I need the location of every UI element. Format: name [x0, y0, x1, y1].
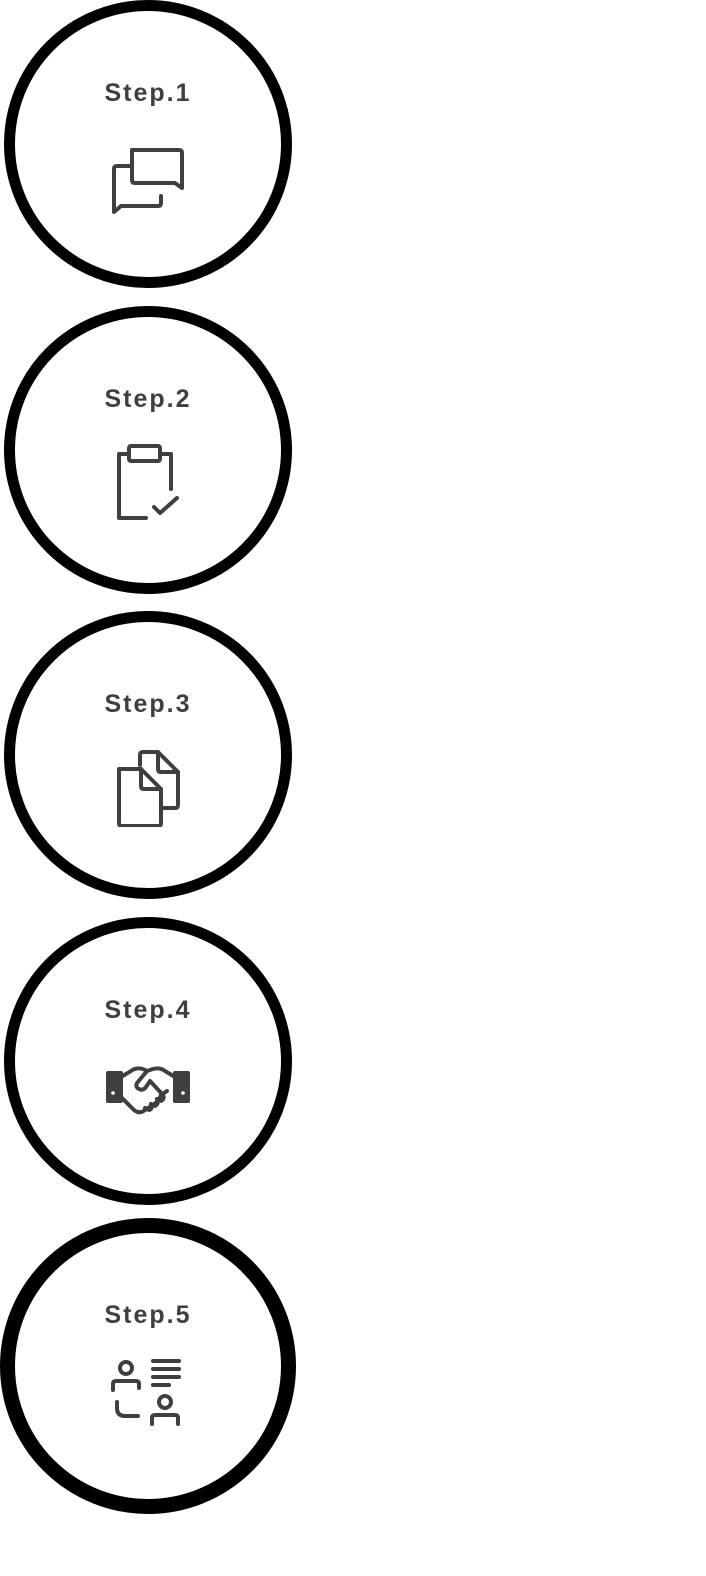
- step-2-circle: Step.2: [4, 306, 292, 594]
- clipboard-check-icon: [103, 442, 193, 522]
- step-4-label: Step.4: [104, 996, 192, 1024]
- step-1-label: Step.1: [104, 79, 192, 107]
- documents-copy-icon: [103, 747, 193, 827]
- chat-bubbles-icon: [103, 136, 193, 216]
- step-2-label: Step.2: [104, 385, 192, 413]
- step-4-circle: Step.4: [4, 917, 292, 1205]
- people-list-icon: [103, 1358, 193, 1438]
- step-5-label: Step.5: [104, 1301, 192, 1329]
- step-3-circle: Step.3: [4, 611, 292, 899]
- step-3-label: Step.3: [104, 690, 192, 718]
- step-1-circle: Step.1: [4, 0, 292, 288]
- handshake-icon: [103, 1053, 193, 1133]
- step-5-circle: Step.5: [0, 1218, 296, 1514]
